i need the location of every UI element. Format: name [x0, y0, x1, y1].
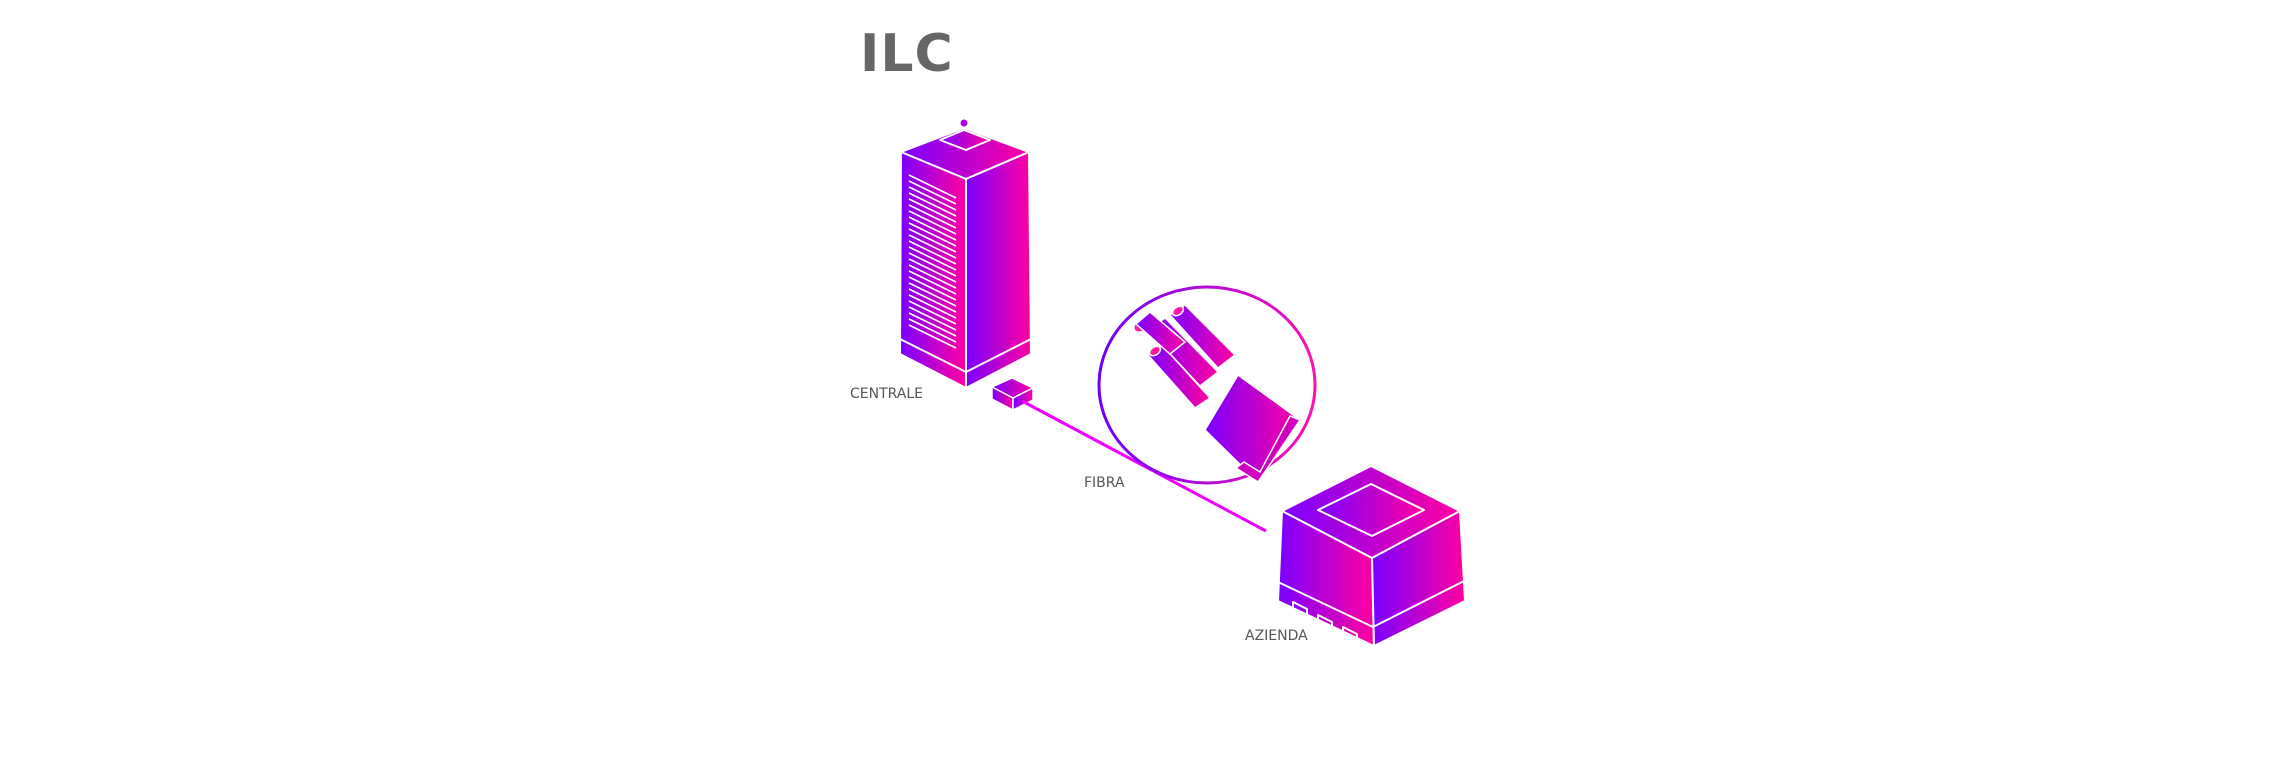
label-azienda: AZIENDA [1245, 628, 1308, 644]
fiber-terminal-box-icon [990, 377, 1035, 412]
central-office-building-icon [899, 119, 1032, 389]
label-fibra: FIBRA [1084, 475, 1125, 491]
fiber-cable-detail-icon [1097, 285, 1317, 485]
diagram-title: ILC [860, 24, 954, 84]
label-centrale: CENTRALE [850, 386, 924, 402]
company-building-icon [1277, 465, 1466, 649]
